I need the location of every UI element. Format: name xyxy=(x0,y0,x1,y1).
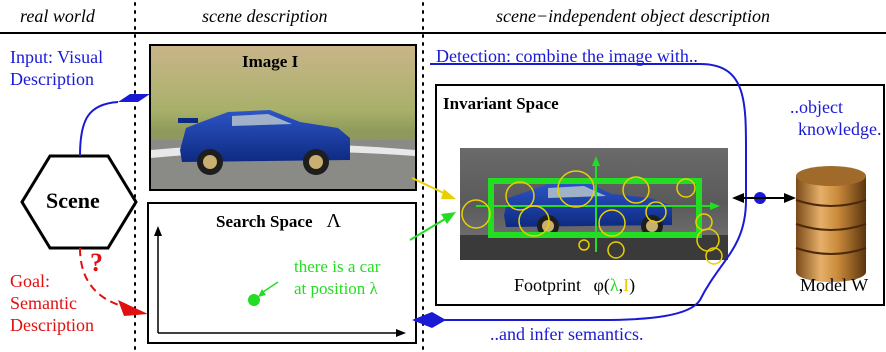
car-note-line2: at position λ xyxy=(294,279,378,298)
input-label: Input: Visual Description xyxy=(10,46,103,90)
image-i-title: Image I xyxy=(242,52,299,71)
model-w-database xyxy=(795,166,867,282)
footprint-lambda: λ xyxy=(609,275,619,295)
footprint-comma: , xyxy=(618,275,624,295)
object-knowledge-label: ..object knowledge. xyxy=(790,96,881,140)
question-mark: ? xyxy=(90,248,103,277)
footprint-phi: φ( xyxy=(593,275,610,295)
header-scene-description: scene description xyxy=(202,6,328,26)
car-note: there is a car at position λ xyxy=(294,256,380,300)
footprint-word: Footprint xyxy=(514,275,582,295)
footprint-close: ) xyxy=(629,275,636,295)
model-w-label: Model W xyxy=(800,275,869,295)
scene-hexagon xyxy=(20,154,138,250)
object-knowledge-line1: ..object xyxy=(790,97,843,117)
input-label-line2: Description xyxy=(10,69,94,89)
object-knowledge-line2: knowledge. xyxy=(798,119,882,139)
lambda-point xyxy=(248,294,260,306)
search-space-title-group: Search Space Λ xyxy=(216,210,341,233)
footprint-image-symbol: I xyxy=(623,275,630,295)
search-space-panel xyxy=(147,202,417,344)
search-space-title: Search Space xyxy=(216,212,313,231)
header-object-description: scene−independent object description xyxy=(496,6,771,26)
car-note-line1: there is a car xyxy=(294,257,381,276)
header-real-world: real world xyxy=(20,6,95,26)
search-space-symbol: Λ xyxy=(326,210,342,232)
scene-label: Scene xyxy=(46,188,100,213)
footprint-label: Footprint φ(λ,I) xyxy=(514,275,635,296)
footprint-image xyxy=(460,148,728,265)
input-label-line1: Input: Visual xyxy=(10,47,104,67)
infer-text: ..and infer semantics. xyxy=(490,324,644,344)
image-i-photo xyxy=(149,44,417,191)
goal-label: Goal: Semantic Description xyxy=(10,270,94,336)
goal-line3: Description xyxy=(10,315,94,335)
goal-line1: Goal: xyxy=(10,271,50,291)
invariant-space-title: Invariant Space xyxy=(443,94,559,113)
detection-text: Detection: combine the image with.. xyxy=(436,46,698,66)
goal-line2: Semantic xyxy=(10,293,77,313)
